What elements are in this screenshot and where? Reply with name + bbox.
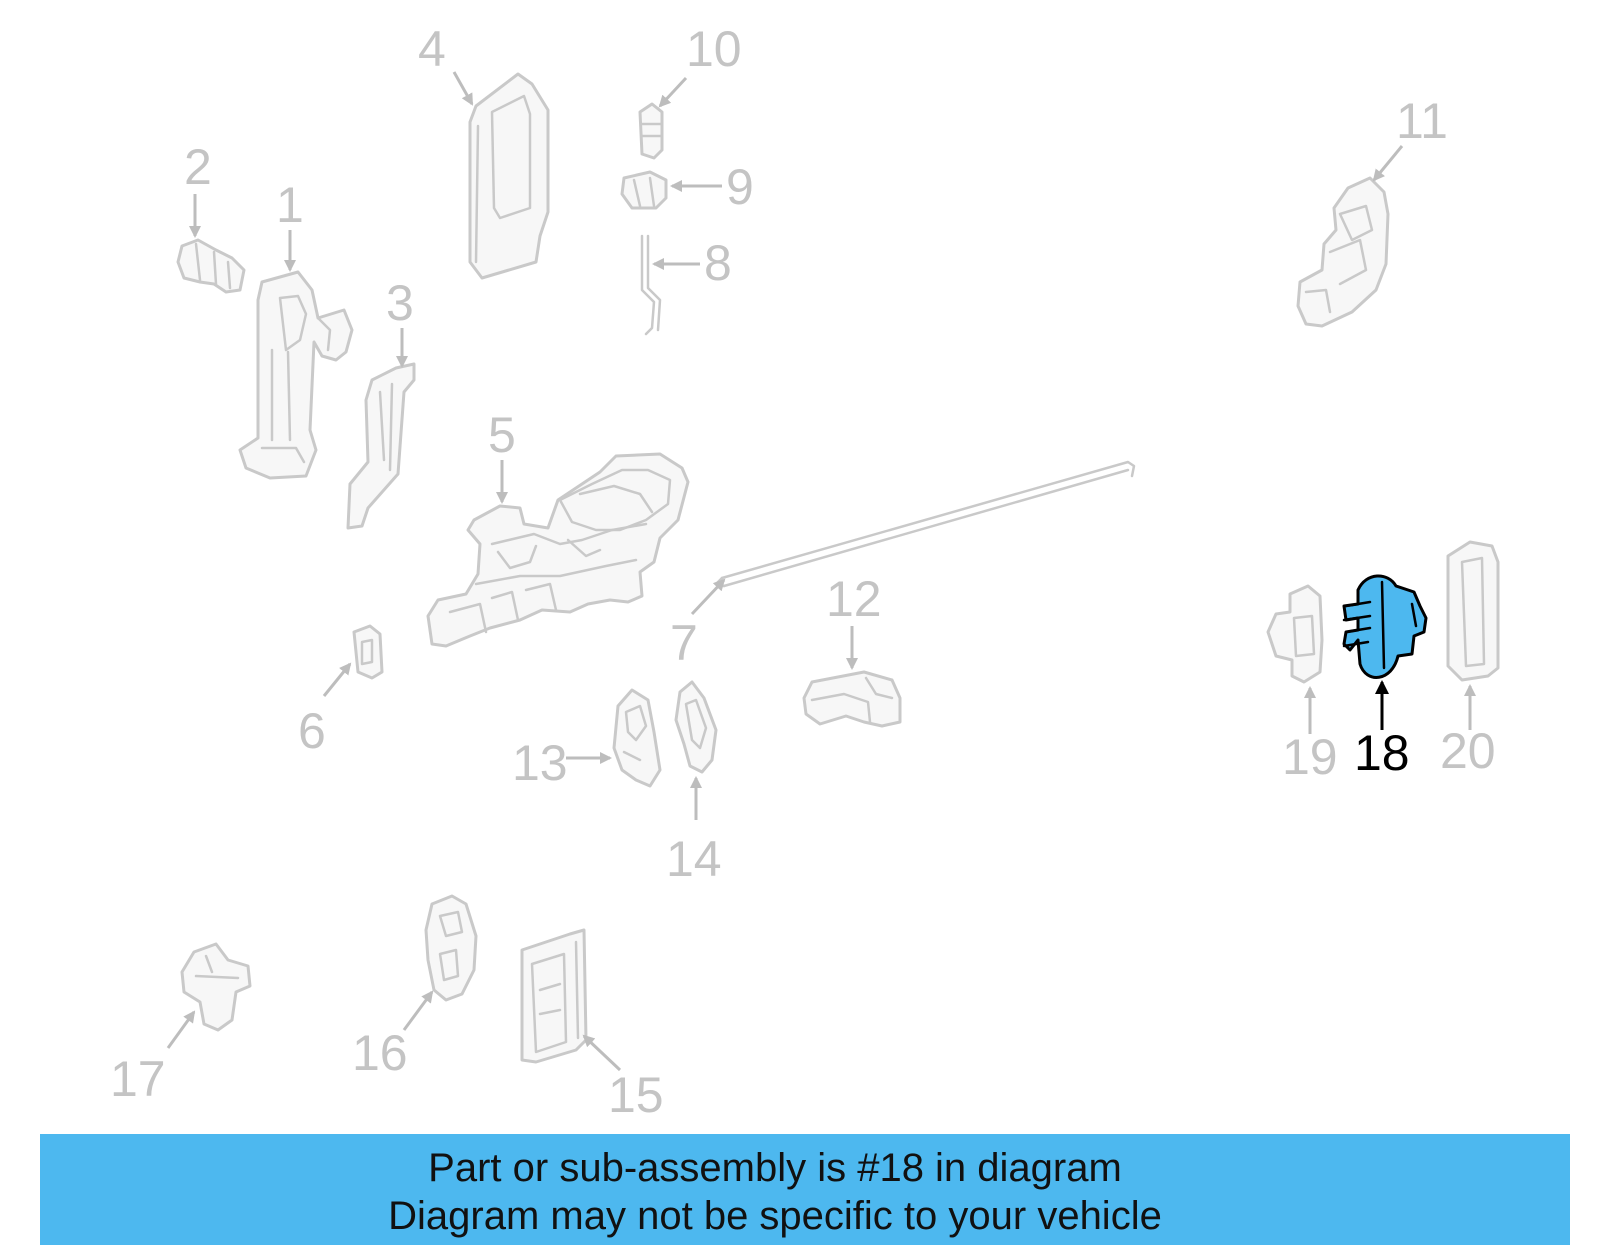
callout-4: 4 (418, 21, 446, 77)
callout-5: 5 (488, 407, 516, 463)
part-14-lever (674, 680, 718, 774)
part-20-pad (1446, 540, 1500, 682)
part-5-lock-assembly (426, 452, 690, 648)
part-1-handle-bracket (238, 270, 354, 480)
callout-18[interactable]: 18 (1354, 725, 1410, 781)
part-2-fastener (176, 238, 246, 294)
info-banner: Part or sub-assembly is #18 in diagram D… (40, 1134, 1570, 1245)
part-16-clip (424, 894, 478, 1002)
part-15-bracket (520, 928, 588, 1064)
callout-19: 19 (1282, 729, 1338, 785)
callout-3: 3 (386, 275, 414, 331)
callout-16: 16 (352, 1025, 408, 1081)
callout-14: 14 (666, 831, 722, 887)
part-17-clip (180, 942, 252, 1032)
banner-part-notice: Part or sub-assembly is #18 in diagram (428, 1146, 1122, 1190)
part-11-bracket (1296, 176, 1390, 328)
callout-11: 11 (1396, 93, 1448, 149)
part-4-handle-cover (468, 72, 550, 280)
part-3-bracket (346, 362, 416, 530)
part-10-pin (638, 102, 664, 160)
callout-labels: 1 2 3 4 5 6 7 8 9 10 11 12 13 14 15 16 1… (110, 21, 1496, 1123)
callout-9: 9 (726, 159, 754, 215)
callout-15: 15 (608, 1067, 664, 1123)
callout-1: 1 (276, 177, 304, 233)
part-7-rod (714, 460, 1136, 588)
part-13-lever (612, 688, 662, 788)
callout-10: 10 (686, 21, 742, 77)
callout-20: 20 (1440, 723, 1496, 779)
callout-12: 12 (826, 571, 882, 627)
callout-2: 2 (184, 139, 212, 195)
part-19-bushing (1266, 584, 1324, 684)
banner-disclaimer: Diagram may not be specific to your vehi… (388, 1194, 1162, 1238)
callout-6: 6 (298, 703, 326, 759)
part-6-clip (352, 624, 384, 680)
part-12-block (802, 670, 902, 728)
callout-leaders (166, 71, 1476, 1072)
callout-13: 13 (512, 735, 568, 791)
callout-8: 8 (704, 235, 732, 291)
callout-7: 7 (670, 615, 698, 671)
callout-17: 17 (110, 1051, 166, 1107)
part-8-rod (640, 234, 662, 336)
part-18-highlighted[interactable] (1342, 574, 1428, 679)
part-9-clip (620, 170, 668, 210)
